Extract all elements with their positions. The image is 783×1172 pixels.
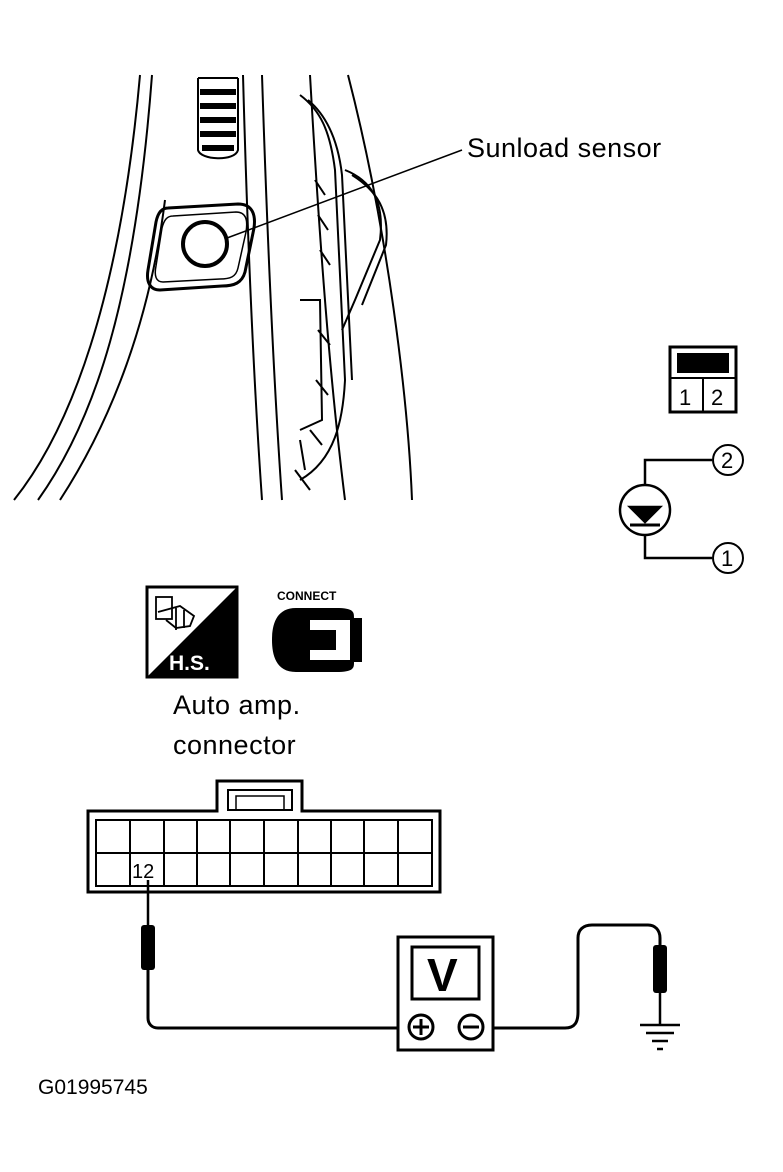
dashboard-illustration [13, 74, 463, 501]
sensor-connector-face: 1 2 [668, 345, 738, 414]
diode-terminal-2: 2 [721, 448, 733, 473]
sensor-leader-line [226, 149, 463, 239]
door-weatherstrip [294, 94, 388, 491]
harness-side-icon: H.S. [145, 585, 239, 679]
sensor-label: Sunload sensor [467, 133, 662, 163]
hand-probe-icon [155, 596, 196, 630]
connector-pin-2: 2 [711, 385, 723, 410]
positive-probe [141, 880, 400, 1030]
sunload-sensor [181, 220, 229, 268]
hs-text: H.S. [169, 652, 210, 675]
amp-connector-label-line2: connector [173, 730, 296, 760]
amp-pin-number: 12 [132, 861, 154, 883]
negative-probe [490, 923, 667, 1030]
vent-grille [197, 77, 239, 160]
amp-connector-label-line1: Auto amp. [173, 690, 301, 720]
connect-icon: CONNECT [272, 589, 362, 672]
voltmeter: V [396, 935, 495, 1052]
figure-code: G01995745 [38, 1076, 148, 1099]
connect-text: CONNECT [277, 589, 337, 603]
meter-symbol: V [427, 949, 458, 1001]
sunload-sensor-housing [146, 202, 256, 292]
auto-amp-connector-face [86, 779, 442, 894]
connector-pin-1: 1 [679, 385, 691, 410]
photodiode-symbol [618, 444, 744, 574]
diode-terminal-1: 1 [721, 546, 733, 571]
ground-symbol [640, 1023, 680, 1051]
